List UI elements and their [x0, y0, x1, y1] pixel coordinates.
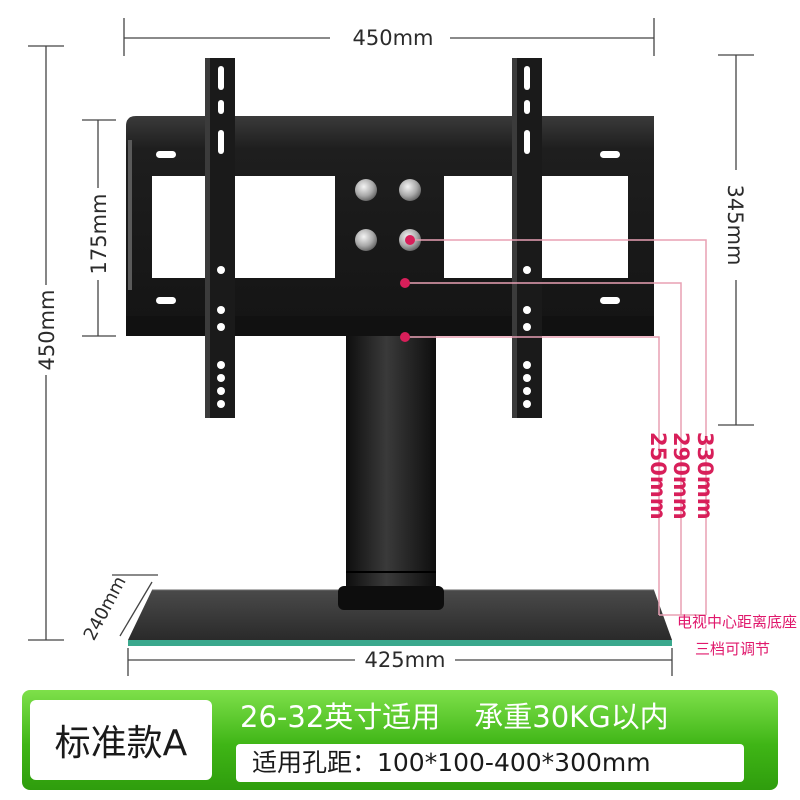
- inner-height-label: 175mm: [87, 194, 111, 275]
- mounting-bolts: [355, 179, 421, 251]
- left-height-label: 450mm: [35, 290, 59, 371]
- vesa-spec: 适用孔距：100*100-400*300mm: [236, 744, 744, 782]
- base-depth-label: 240mm: [80, 573, 131, 644]
- size-range: 26-32英寸适用: [240, 700, 441, 734]
- height-option-330: 330mm: [693, 432, 717, 520]
- note-line-2: 三档可调节: [695, 640, 770, 658]
- support-column: [338, 335, 444, 610]
- height-option-250: 250mm: [646, 432, 670, 520]
- dimension-lines: [28, 18, 754, 676]
- glass-base: [128, 589, 672, 646]
- left-arm: [205, 58, 235, 418]
- spec-line: 26-32英寸适用承重30KG以内: [240, 697, 760, 737]
- load-capacity: 承重30KG以内: [474, 700, 669, 734]
- height-adjust-lines: [405, 239, 707, 616]
- base-width-label: 425mm: [365, 648, 446, 672]
- top-width-label: 450mm: [353, 26, 434, 50]
- model-name: 标准款A: [30, 700, 212, 780]
- height-option-290: 290mm: [669, 432, 693, 520]
- right-height-label: 345mm: [723, 185, 747, 266]
- height-markers: [400, 235, 415, 342]
- note-line-1: 电视中心距离底座: [677, 613, 797, 631]
- right-arm: [512, 58, 542, 418]
